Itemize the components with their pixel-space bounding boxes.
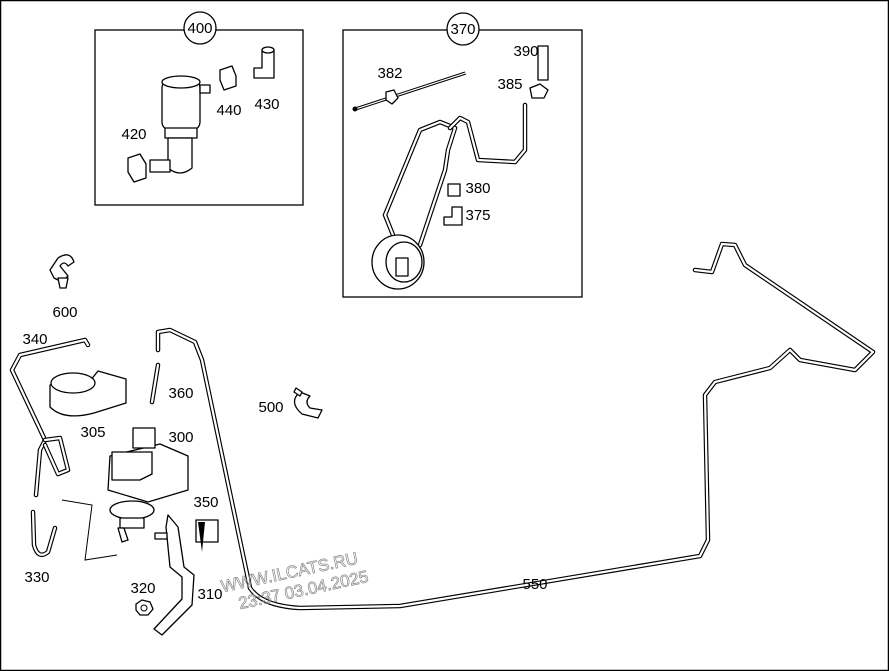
part-430-drawing [253,46,275,79]
part-375-drawing [443,206,463,226]
part-300-valve[interactable]: 300 [107,427,194,543]
part-305-bracket[interactable]: 305 [49,370,127,441]
callout-600[interactable]: 600 [52,304,77,321]
callout-340[interactable]: 340 [22,331,47,348]
callout-550[interactable]: 550 [522,576,547,593]
callout-385[interactable]: 385 [497,76,522,93]
callout-390[interactable]: 390 [513,43,538,60]
part-550-vacuum-line[interactable]: 550 [155,241,876,611]
callout-380[interactable]: 380 [465,180,490,197]
vacuum-unit-drawing [371,102,528,290]
callout-310[interactable]: 310 [197,586,222,603]
callout-350[interactable]: 350 [193,494,218,511]
group-370-badge[interactable] [446,12,480,46]
part-320-nut[interactable]: 320 [130,580,156,616]
part-440-drawing [219,65,237,91]
callout-300[interactable]: 300 [168,429,193,446]
callout-440[interactable]: 440 [216,102,241,119]
callout-420[interactable]: 420 [121,126,146,143]
group-370-label[interactable]: 370 [450,21,475,38]
callout-360[interactable]: 360 [168,385,193,402]
part-420-drawing [127,75,211,183]
group-400-badge[interactable] [183,11,217,45]
part-500-clamp[interactable]: 500 [258,387,323,419]
group-400-label[interactable]: 400 [187,20,212,37]
part-350-connector[interactable]: 350 [193,494,219,552]
part-600-clip[interactable]: 600 [49,254,78,321]
part-360-hose[interactable]: 360 [149,362,194,405]
part-340-line[interactable]: 340 [9,331,91,498]
callout-382[interactable]: 382 [377,65,402,82]
callout-320[interactable]: 320 [130,580,155,597]
callout-430[interactable]: 430 [254,96,279,113]
group-370[interactable]: 370 390 382 385 380 375 [342,12,583,298]
callout-500[interactable]: 500 [258,399,283,416]
part-330-hose[interactable]: 330 [24,499,118,586]
part-385-drawing [529,83,549,99]
part-380-drawing [447,183,461,197]
part-310-bracket[interactable]: 310 [153,514,223,636]
callout-330[interactable]: 330 [24,569,49,586]
callout-375[interactable]: 375 [465,207,490,224]
part-390-drawing [537,45,549,81]
callout-305[interactable]: 305 [80,424,105,441]
group-400[interactable]: 400 420 440 430 [94,11,304,206]
part-382-cable-tie [352,71,467,112]
